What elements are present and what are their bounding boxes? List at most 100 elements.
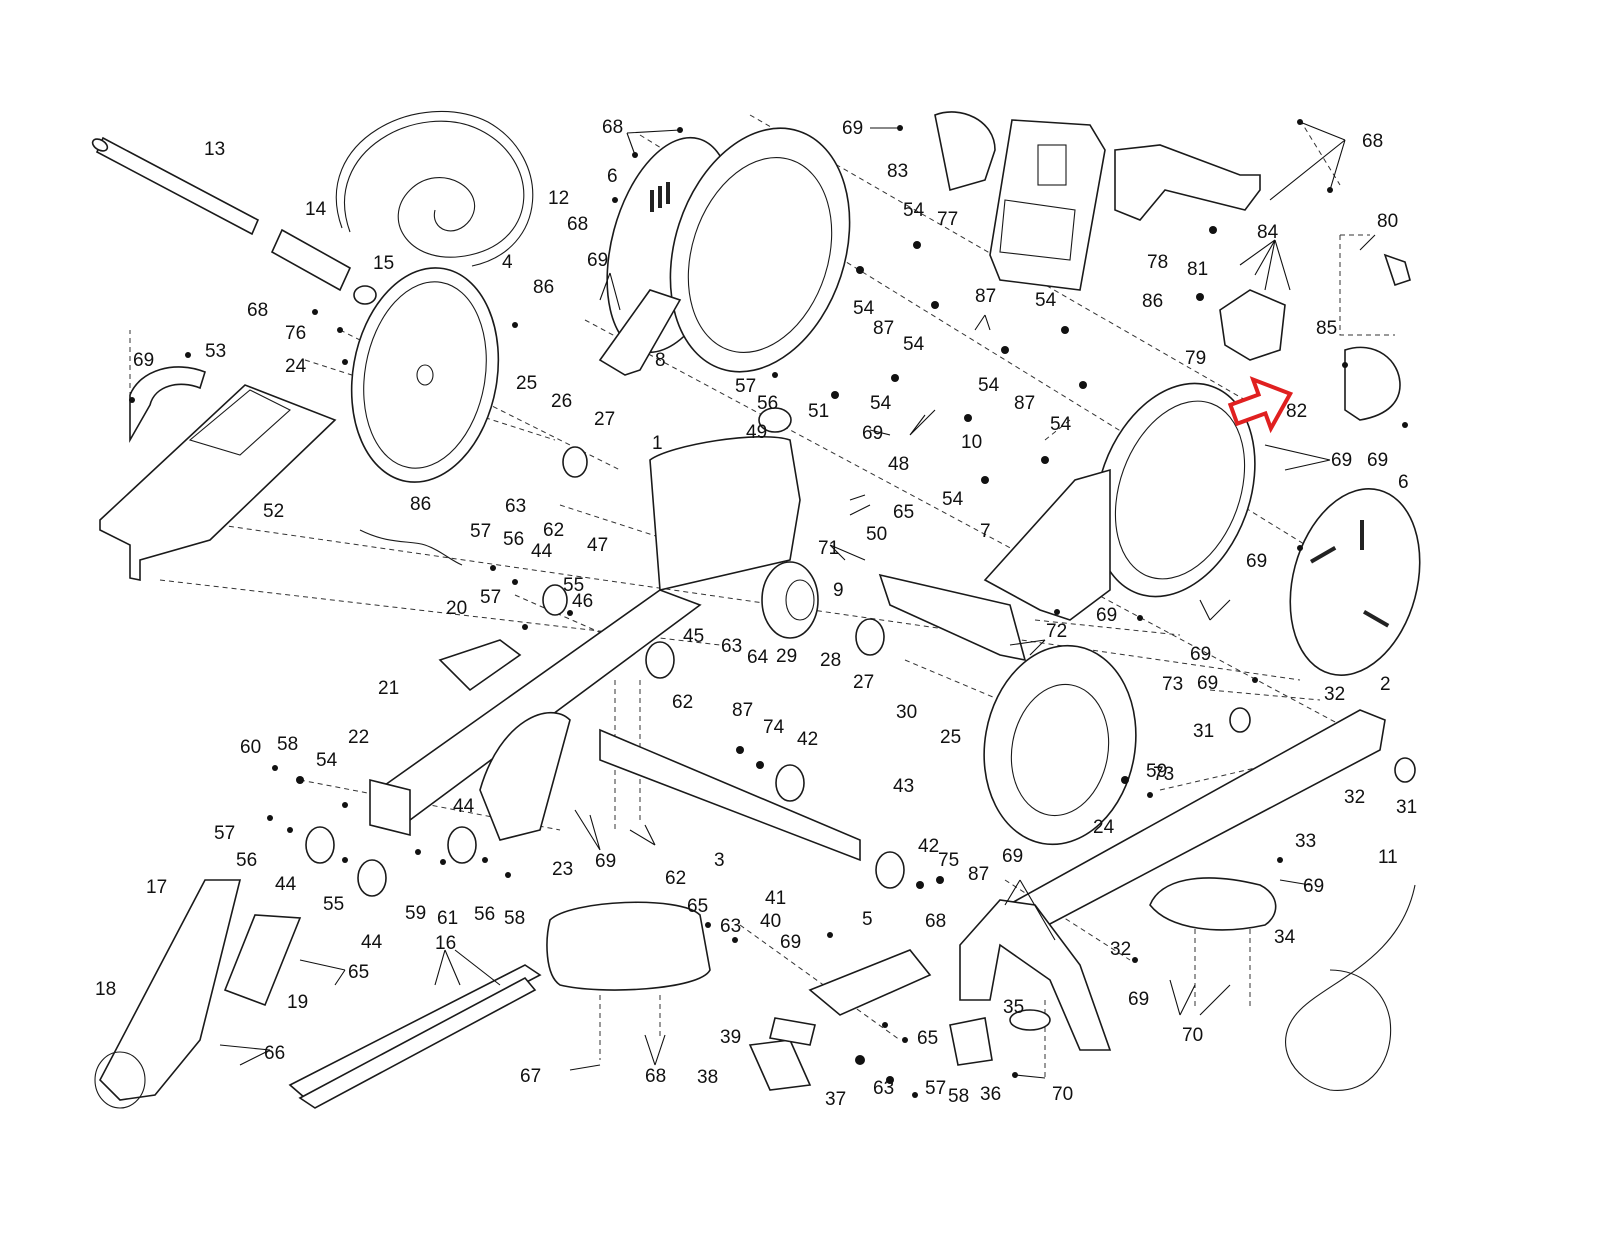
part-label: 41	[765, 888, 786, 909]
part-label: 44	[361, 932, 383, 953]
part-label: 19	[287, 992, 308, 1013]
part-label: 54	[1035, 290, 1057, 311]
part-label: 54	[978, 375, 1000, 396]
part-label: 53	[205, 341, 226, 362]
part-shapes	[91, 110, 1421, 1109]
part-label: 44	[453, 796, 475, 817]
part-label: 27	[853, 672, 874, 693]
part-label: 58	[504, 908, 525, 929]
part-label: 85	[1316, 318, 1337, 339]
part-label: 7	[980, 521, 991, 542]
part-label: 52	[263, 501, 284, 522]
part-label: 70	[1182, 1025, 1203, 1046]
part-label: 69	[842, 118, 863, 139]
part-label: 45	[683, 626, 704, 647]
part-label: 82	[1286, 401, 1307, 422]
part-label: 87	[732, 700, 753, 721]
part-label: 57	[735, 376, 756, 397]
part-label: 86	[533, 277, 554, 298]
part-label: 87	[1014, 393, 1035, 414]
part-label: 63	[721, 636, 742, 657]
part-label: 32	[1344, 787, 1365, 808]
part-label: 12	[548, 188, 569, 209]
part-label: 84	[1257, 222, 1279, 243]
part-label: 29	[776, 646, 797, 667]
part-label: 68	[567, 214, 588, 235]
part-label: 67	[520, 1066, 541, 1087]
part-label: 36	[980, 1084, 1001, 1105]
part-label: 11	[1378, 847, 1398, 868]
part-label: 78	[1147, 252, 1168, 273]
part-label: 68	[1362, 131, 1383, 152]
part-label: 54	[903, 200, 925, 221]
part-label: 76	[285, 323, 306, 344]
part-label: 35	[1003, 997, 1024, 1018]
part-label: 74	[763, 717, 785, 738]
part-label: 25	[940, 727, 961, 748]
part-label: 54	[316, 750, 338, 771]
part-label: 87	[873, 318, 894, 339]
part-label: 62	[672, 692, 693, 713]
part-label: 72	[1046, 621, 1067, 642]
part-label: 56	[236, 850, 257, 871]
part-label: 69	[1303, 876, 1324, 897]
part-label: 58	[948, 1086, 969, 1107]
part-label: 4	[502, 252, 513, 273]
part-label: 61	[437, 908, 458, 929]
part-label: 68	[925, 911, 946, 932]
part-label: 69	[1096, 605, 1117, 626]
part-label: 69	[1128, 989, 1149, 1010]
part-label: 47	[587, 535, 608, 556]
part-label: 5	[862, 909, 873, 930]
part-label: 60	[240, 737, 261, 758]
part-label: 28	[820, 650, 841, 671]
part-label: 87	[968, 864, 989, 885]
part-label: 57	[470, 521, 491, 542]
part-label: 10	[961, 432, 982, 453]
part-label: 83	[887, 161, 908, 182]
part-label: 70	[1052, 1084, 1073, 1105]
part-label: 43	[893, 776, 914, 797]
part-label: 69	[595, 851, 616, 872]
part-label: 81	[1187, 259, 1208, 280]
part-label: 54	[870, 393, 892, 414]
part-label: 57	[214, 823, 235, 844]
part-label: 69	[1190, 644, 1211, 665]
part-label: 31	[1193, 721, 1214, 742]
part-label: 20	[446, 598, 467, 619]
part-label: 69	[1331, 450, 1352, 471]
part-label: 69	[780, 932, 801, 953]
part-label: 25	[516, 373, 537, 394]
part-label: 65	[687, 896, 708, 917]
part-label: 34	[1274, 927, 1296, 948]
part-label: 56	[503, 529, 524, 550]
part-label: 69	[1002, 846, 1023, 867]
part-label: 44	[531, 541, 553, 562]
part-label: 77	[937, 209, 958, 230]
part-label: 22	[348, 727, 369, 748]
part-label: 57	[925, 1078, 946, 1099]
part-label: 54	[1050, 414, 1072, 435]
part-label: 1	[652, 433, 663, 454]
part-label: 42	[918, 836, 939, 857]
part-label: 23	[552, 859, 573, 880]
part-label: 71	[818, 538, 839, 559]
part-label: 69	[1367, 450, 1388, 471]
part-label: 65	[917, 1028, 938, 1049]
part-label: 86	[410, 494, 431, 515]
part-label: 8	[655, 350, 666, 371]
part-label: 63	[720, 916, 741, 937]
part-label: 31	[1396, 797, 1417, 818]
part-label: 24	[1093, 817, 1115, 838]
part-label: 26	[551, 391, 572, 412]
part-label: 54	[942, 489, 964, 510]
part-label: 68	[247, 300, 268, 321]
part-label: 86	[1142, 291, 1163, 312]
part-label: 73	[1162, 674, 1183, 695]
part-label: 59	[405, 903, 426, 924]
part-label: 75	[938, 850, 959, 871]
part-label: 50	[866, 524, 887, 545]
part-label: 17	[146, 877, 167, 898]
part-label: 51	[808, 401, 829, 422]
